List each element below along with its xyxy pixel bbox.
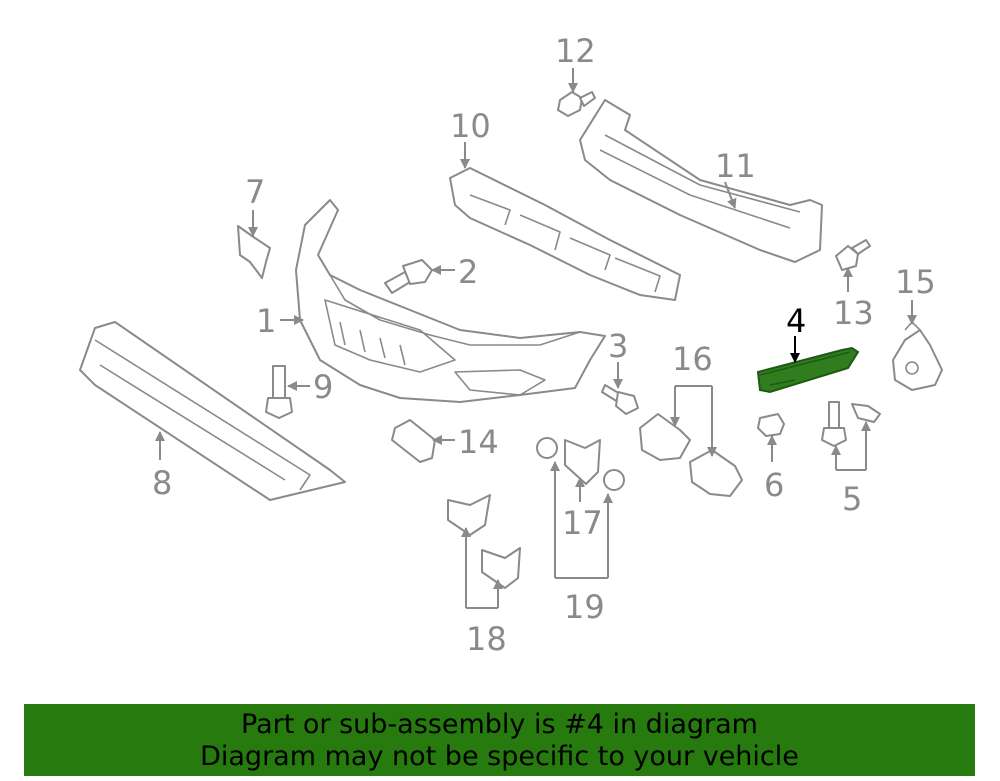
- part-17-retainer[interactable]: [564, 439, 601, 485]
- part-18-brackets[interactable]: [447, 494, 521, 589]
- part-1-bumper-cover[interactable]: [295, 199, 606, 403]
- callout-1: 1: [256, 302, 276, 340]
- part-6-nut[interactable]: [757, 413, 785, 437]
- part-16-sensors[interactable]: [639, 413, 743, 497]
- callout-16: 16: [672, 340, 713, 378]
- callout-10: 10: [450, 107, 491, 145]
- callout-5: 5: [842, 480, 862, 518]
- callout-19: 19: [564, 588, 605, 626]
- callout-14: 14: [458, 423, 499, 461]
- callout-11: 11: [715, 147, 756, 185]
- callout-13: 13: [833, 294, 874, 332]
- part-11-reinforcement[interactable]: [579, 99, 823, 263]
- callout-2: 2: [458, 253, 478, 291]
- part-7-bracket[interactable]: [237, 225, 271, 279]
- part-4-bracket-highlighted[interactable]: [756, 346, 860, 394]
- callout-15: 15: [895, 263, 936, 301]
- part-3-bolt[interactable]: [601, 384, 639, 415]
- part-2-bolt[interactable]: [384, 259, 433, 294]
- part-9-bolt[interactable]: [265, 365, 293, 419]
- part-13-bolt[interactable]: [835, 239, 871, 271]
- callout-4: 4: [786, 302, 806, 340]
- callout-8: 8: [152, 464, 172, 502]
- callout-18: 18: [466, 620, 507, 658]
- leader-lines: [155, 68, 917, 609]
- parts-diagram: 12 10 11 7 2 1 9 8 3 14 13 15 4 16 6 5 1…: [79, 32, 943, 658]
- banner-line-1: Part or sub-assembly is #4 in diagram: [241, 709, 758, 740]
- callout-labels: 12 10 11 7 2 1 9 8 3 14 13 15 4 16 6 5 1…: [152, 32, 936, 658]
- part-12-bolt[interactable]: [557, 91, 596, 117]
- callout-17: 17: [562, 504, 603, 542]
- banner-line-2: Diagram may not be specific to your vehi…: [200, 741, 799, 772]
- callout-9: 9: [313, 368, 333, 406]
- part-8-grille[interactable]: [79, 321, 346, 501]
- callout-12: 12: [555, 32, 596, 70]
- part-14-cover[interactable]: [391, 419, 436, 463]
- part-10-absorber[interactable]: [449, 167, 681, 301]
- callout-7: 7: [245, 173, 265, 211]
- callout-6: 6: [764, 466, 784, 504]
- info-banner: Part or sub-assembly is #4 in diagram Di…: [24, 704, 975, 776]
- part-19-clips[interactable]: [536, 437, 625, 491]
- callout-3: 3: [608, 327, 628, 365]
- part-15-kit-bag[interactable]: [892, 321, 943, 391]
- part-5-bolts[interactable]: [821, 401, 881, 447]
